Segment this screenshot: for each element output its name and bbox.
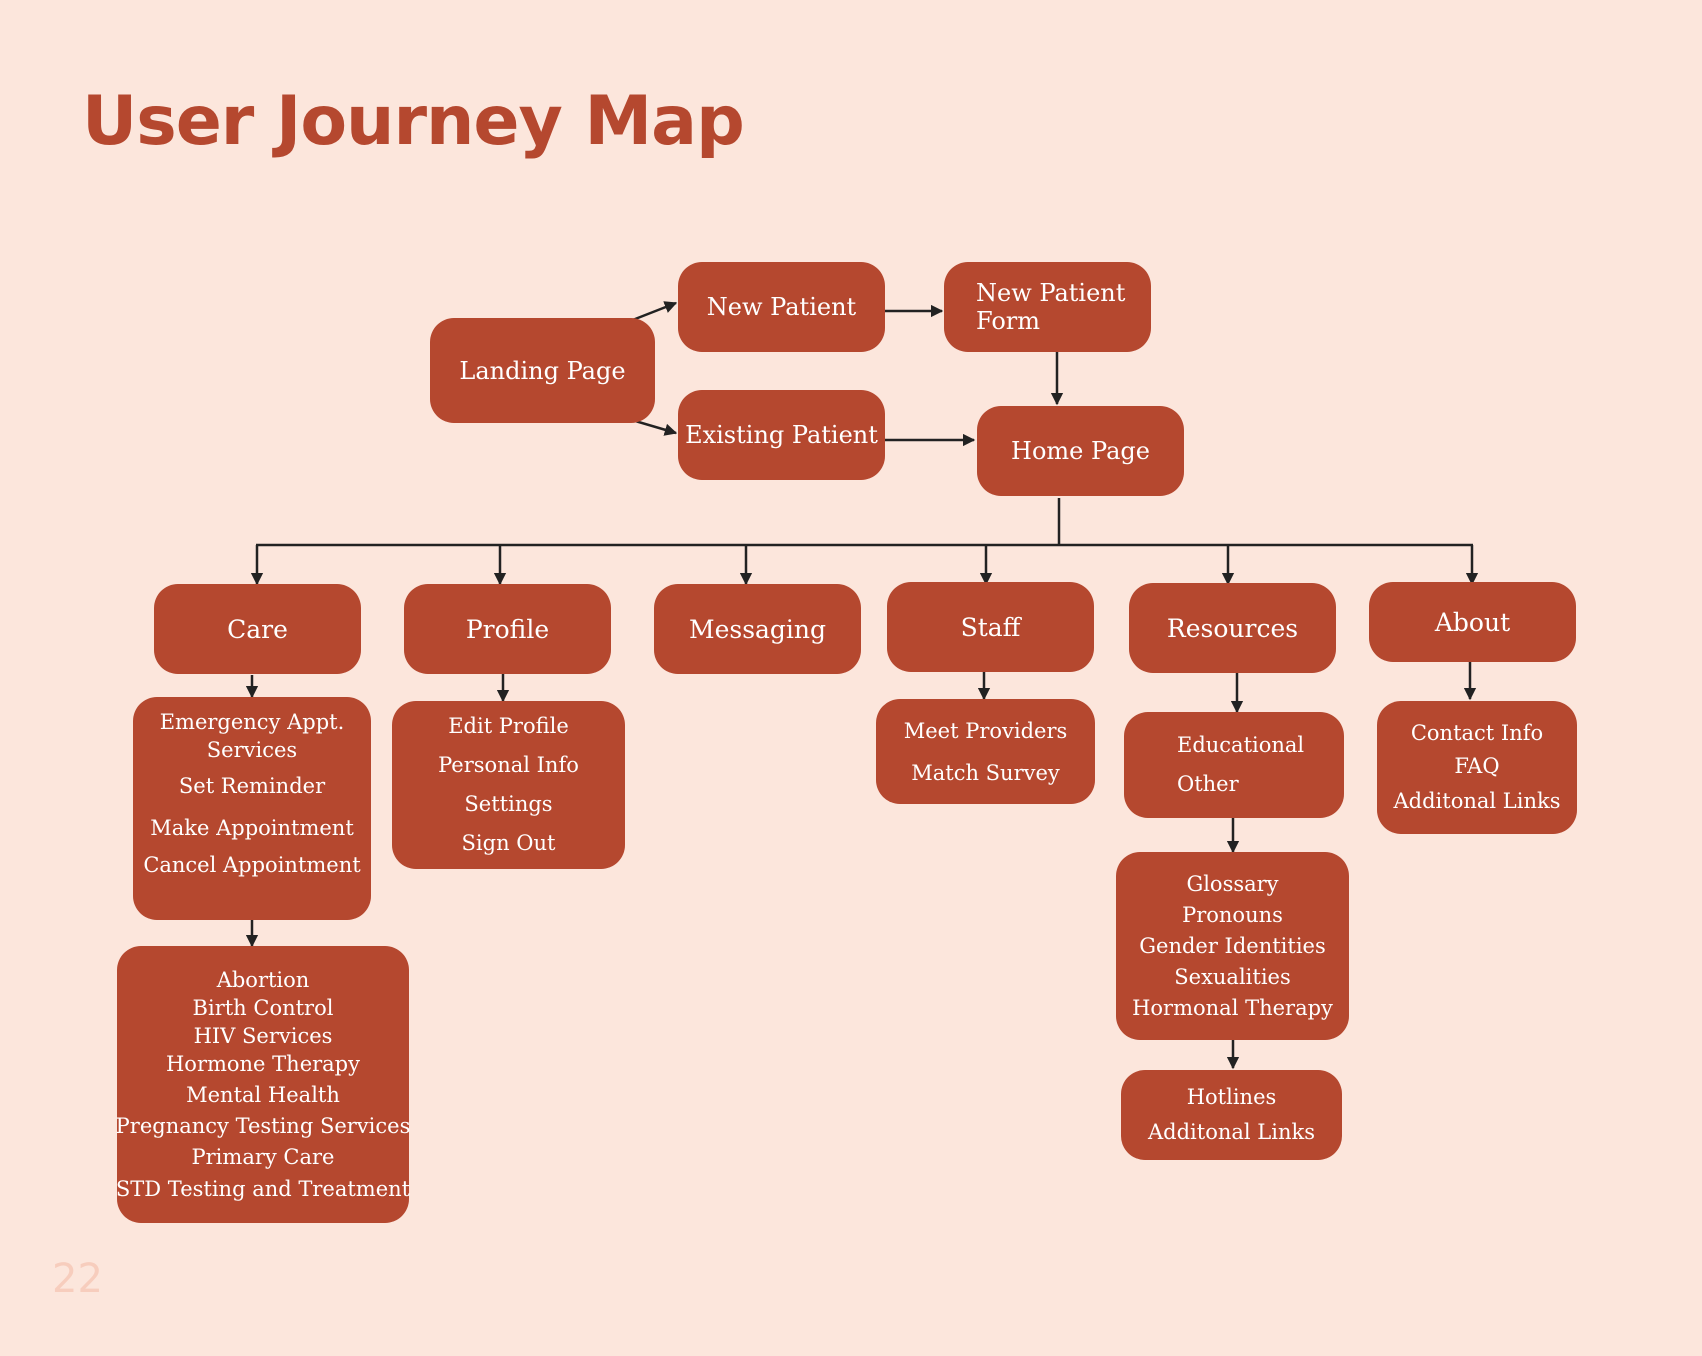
node-new-patient: New Patient [678, 262, 885, 352]
list-item: Settings [464, 792, 553, 816]
list-item: Gender Identities [1139, 933, 1326, 958]
list-item: HIV Services [193, 1023, 333, 1048]
node-label: New Patient [706, 293, 857, 321]
node-resources-top: Educational Other [1124, 712, 1344, 818]
node-profile: Profile [404, 584, 611, 674]
node-care-services: Abortion Birth Control HIV Services Horm… [115, 946, 411, 1223]
list-item: Primary Care [191, 1144, 335, 1169]
list-item: Additonal Links [1393, 788, 1561, 813]
page-title: User Journey Map [82, 82, 745, 161]
list-item: Additonal Links [1148, 1120, 1315, 1144]
node-label: Home Page [1011, 437, 1150, 465]
list-item: Hormonal Therapy [1132, 995, 1333, 1020]
node-resources-other: Hotlines Additonal Links [1121, 1070, 1342, 1160]
node-label: Existing Patient [685, 421, 878, 449]
node-label: Staff [960, 612, 1021, 642]
node-about-items: Contact Info FAQ Additonal Links [1377, 701, 1577, 834]
list-item: Birth Control [192, 995, 334, 1020]
node-staff: Staff [887, 582, 1094, 672]
node-care: Care [154, 584, 361, 674]
list-item: STD Testing and Treatment [115, 1176, 411, 1201]
node-care-actions: Emergency Appt. Services Set Reminder Ma… [133, 697, 371, 920]
list-item: Other [1177, 772, 1239, 796]
list-item: Sexualities [1174, 964, 1291, 989]
list-item: Meet Providers [903, 718, 1068, 743]
list-item: Personal Info [438, 753, 579, 777]
node-profile-items: Edit Profile Personal Info Settings Sign… [392, 701, 625, 869]
list-item: Contact Info [1410, 720, 1544, 745]
node-label: About [1434, 607, 1511, 637]
list-item: Match Survey [911, 760, 1060, 785]
list-item: Services [206, 738, 298, 762]
node-new-patient-form: New Patient Form [944, 262, 1151, 352]
list-item: Mental Health [186, 1082, 340, 1107]
node-about: About [1369, 582, 1576, 662]
node-resources: Resources [1129, 583, 1336, 673]
list-item: Make Appointment [150, 816, 354, 840]
node-label: Landing Page [459, 356, 626, 385]
list-item: Pronouns [1182, 902, 1283, 927]
list-item: Emergency Appt. [159, 710, 345, 734]
list-item: Edit Profile [448, 714, 569, 738]
list-item: Hormone Therapy [165, 1051, 360, 1076]
node-label: Messaging [688, 614, 827, 644]
node-label: New Patient Form [976, 279, 1126, 335]
list-item: Set Reminder [178, 774, 326, 798]
list-item: Sign Out [461, 831, 556, 855]
node-label: Care [227, 614, 288, 644]
list-item: Hotlines [1186, 1085, 1277, 1109]
node-staff-items: Meet Providers Match Survey [876, 699, 1095, 804]
list-item: Pregnancy Testing Services [115, 1113, 411, 1138]
list-item: Cancel Appointment [143, 853, 361, 877]
list-item: Abortion [216, 967, 310, 992]
node-resources-glossary: Glossary Pronouns Gender Identities Sexu… [1116, 852, 1349, 1040]
node-existing-patient: Existing Patient [678, 390, 885, 480]
node-messaging: Messaging [654, 584, 861, 674]
node-landing-page: Landing Page [430, 318, 655, 423]
list-item: Glossary [1186, 871, 1279, 896]
list-item: Educational [1177, 733, 1305, 757]
node-label: Resources [1166, 613, 1299, 643]
page-number: 22 [52, 1256, 103, 1302]
node-home-page: Home Page [977, 406, 1184, 496]
node-label: Profile [465, 614, 550, 644]
list-item: FAQ [1454, 753, 1500, 778]
